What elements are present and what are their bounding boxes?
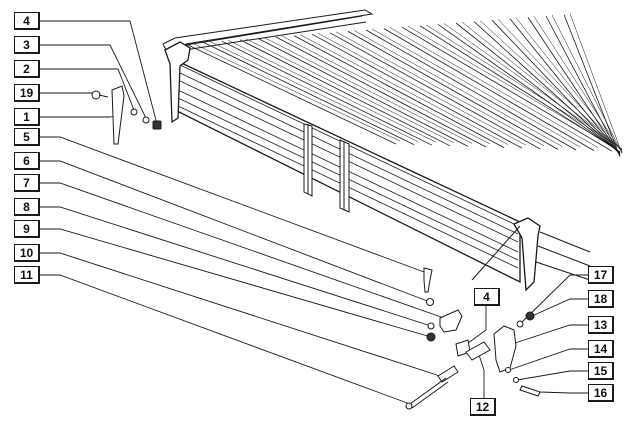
part-13-latch <box>493 325 517 373</box>
callout-2: 2 <box>14 60 40 78</box>
rear-corner-post <box>513 217 541 292</box>
part-12-sleeve <box>465 341 491 361</box>
part-17-washer <box>516 320 524 328</box>
callout-6: 6 <box>14 152 40 170</box>
part-7-bracket <box>439 309 463 333</box>
part-5-bolt <box>423 267 433 293</box>
callout-11: 11 <box>14 266 40 284</box>
part-4-nut <box>152 120 162 130</box>
callout-9: 9 <box>14 220 40 238</box>
part-14-washer <box>505 367 511 373</box>
part-1-hinge-plate <box>111 85 125 145</box>
front-wall <box>162 9 374 59</box>
callout-14: 14 <box>588 340 614 358</box>
part-11-long-bolt <box>409 377 449 409</box>
part-15-washer <box>513 377 519 383</box>
part-16-bolt <box>519 385 541 397</box>
callout-13: 13 <box>588 316 614 334</box>
callout-1: 1 <box>14 108 40 126</box>
callout-5: 5 <box>14 128 40 146</box>
callout-10: 10 <box>14 244 40 262</box>
front-corner-post <box>164 41 191 124</box>
callout-19: 19 <box>14 84 40 102</box>
part-19-bolt <box>91 90 101 100</box>
callout-4: 4 <box>14 12 40 30</box>
callout-8: 8 <box>14 198 40 216</box>
part-8-washer <box>427 322 435 330</box>
callout-18: 18 <box>588 290 614 308</box>
part-10-pin <box>437 365 459 383</box>
callout-15: 15 <box>588 362 614 380</box>
callout-12: 12 <box>470 398 496 416</box>
part-6-washer <box>426 298 434 306</box>
part-2-washer <box>130 108 138 116</box>
part-9-nut <box>426 332 436 342</box>
floor-slats <box>185 13 623 157</box>
part-3-washer <box>142 116 150 124</box>
callout-7: 7 <box>14 174 40 192</box>
callout-16: 16 <box>588 384 614 402</box>
callout-4-bushing: 4 <box>474 288 500 306</box>
callout-3: 3 <box>14 36 40 54</box>
part-18-nut <box>525 311 535 321</box>
callout-17: 17 <box>588 266 614 284</box>
